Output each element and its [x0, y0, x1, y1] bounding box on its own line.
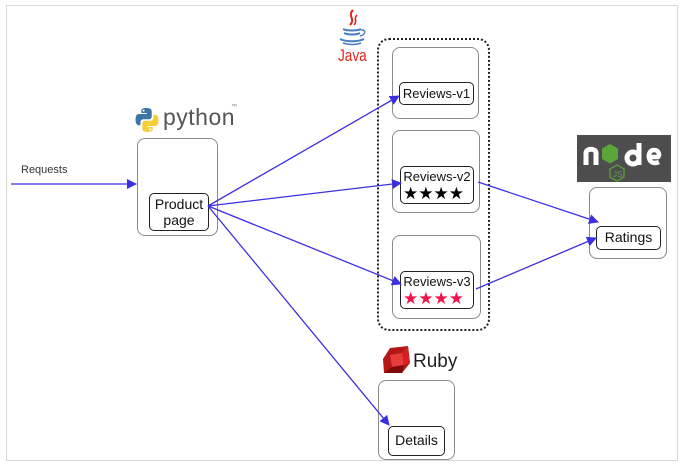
- reviews-v2-label-box[interactable]: Reviews-v2 ★★★★: [400, 166, 474, 204]
- details-service[interactable]: Details: [378, 380, 455, 460]
- ruby-gem-icon: [383, 346, 410, 373]
- ratings-label-box[interactable]: Ratings: [596, 226, 661, 250]
- ratings-label: Ratings: [604, 229, 653, 245]
- details-label: Details: [395, 432, 438, 448]
- java-logo: Java: [334, 8, 370, 65]
- python-tm: ™: [231, 104, 237, 110]
- reviews-v3-service[interactable]: Reviews-v3 ★★★★: [392, 235, 481, 319]
- ratings-service[interactable]: Ratings: [589, 187, 667, 259]
- productpage-service[interactable]: Product page: [137, 138, 218, 236]
- reviews-v3-label: Reviews-v3: [403, 274, 471, 289]
- productpage-label-line2: page: [163, 212, 195, 228]
- java-logo-text: Java: [338, 46, 367, 65]
- reviews-v3-stars: ★★★★: [403, 289, 464, 308]
- nodejs-logo: JS: [577, 135, 671, 182]
- nodejs-icon: JS: [583, 143, 662, 182]
- reviews-v2-stars: ★★★★: [403, 184, 464, 203]
- java-cup-icon: [339, 9, 366, 46]
- diagram-frame: [6, 5, 678, 461]
- reviews-v1-service[interactable]: Reviews-v1: [392, 47, 479, 119]
- productpage-label-box[interactable]: Product page: [149, 193, 209, 231]
- ruby-logo-text: Ruby: [413, 351, 458, 372]
- details-label-box[interactable]: Details: [388, 426, 445, 456]
- nodejs-js-label: JS: [613, 170, 622, 179]
- python-icon: [135, 108, 159, 132]
- productpage-label-line1: Product: [154, 196, 204, 212]
- reviews-v3-label-box[interactable]: Reviews-v3 ★★★★: [400, 271, 474, 309]
- reviews-v2-label: Reviews-v2: [403, 169, 471, 184]
- reviews-v1-label: Reviews-v1: [402, 86, 471, 101]
- python-logo-text: python: [163, 104, 236, 130]
- reviews-v1-label-box[interactable]: Reviews-v1: [399, 82, 474, 105]
- reviews-v2-service[interactable]: Reviews-v2 ★★★★: [392, 130, 480, 213]
- requests-label: Requests: [21, 164, 68, 176]
